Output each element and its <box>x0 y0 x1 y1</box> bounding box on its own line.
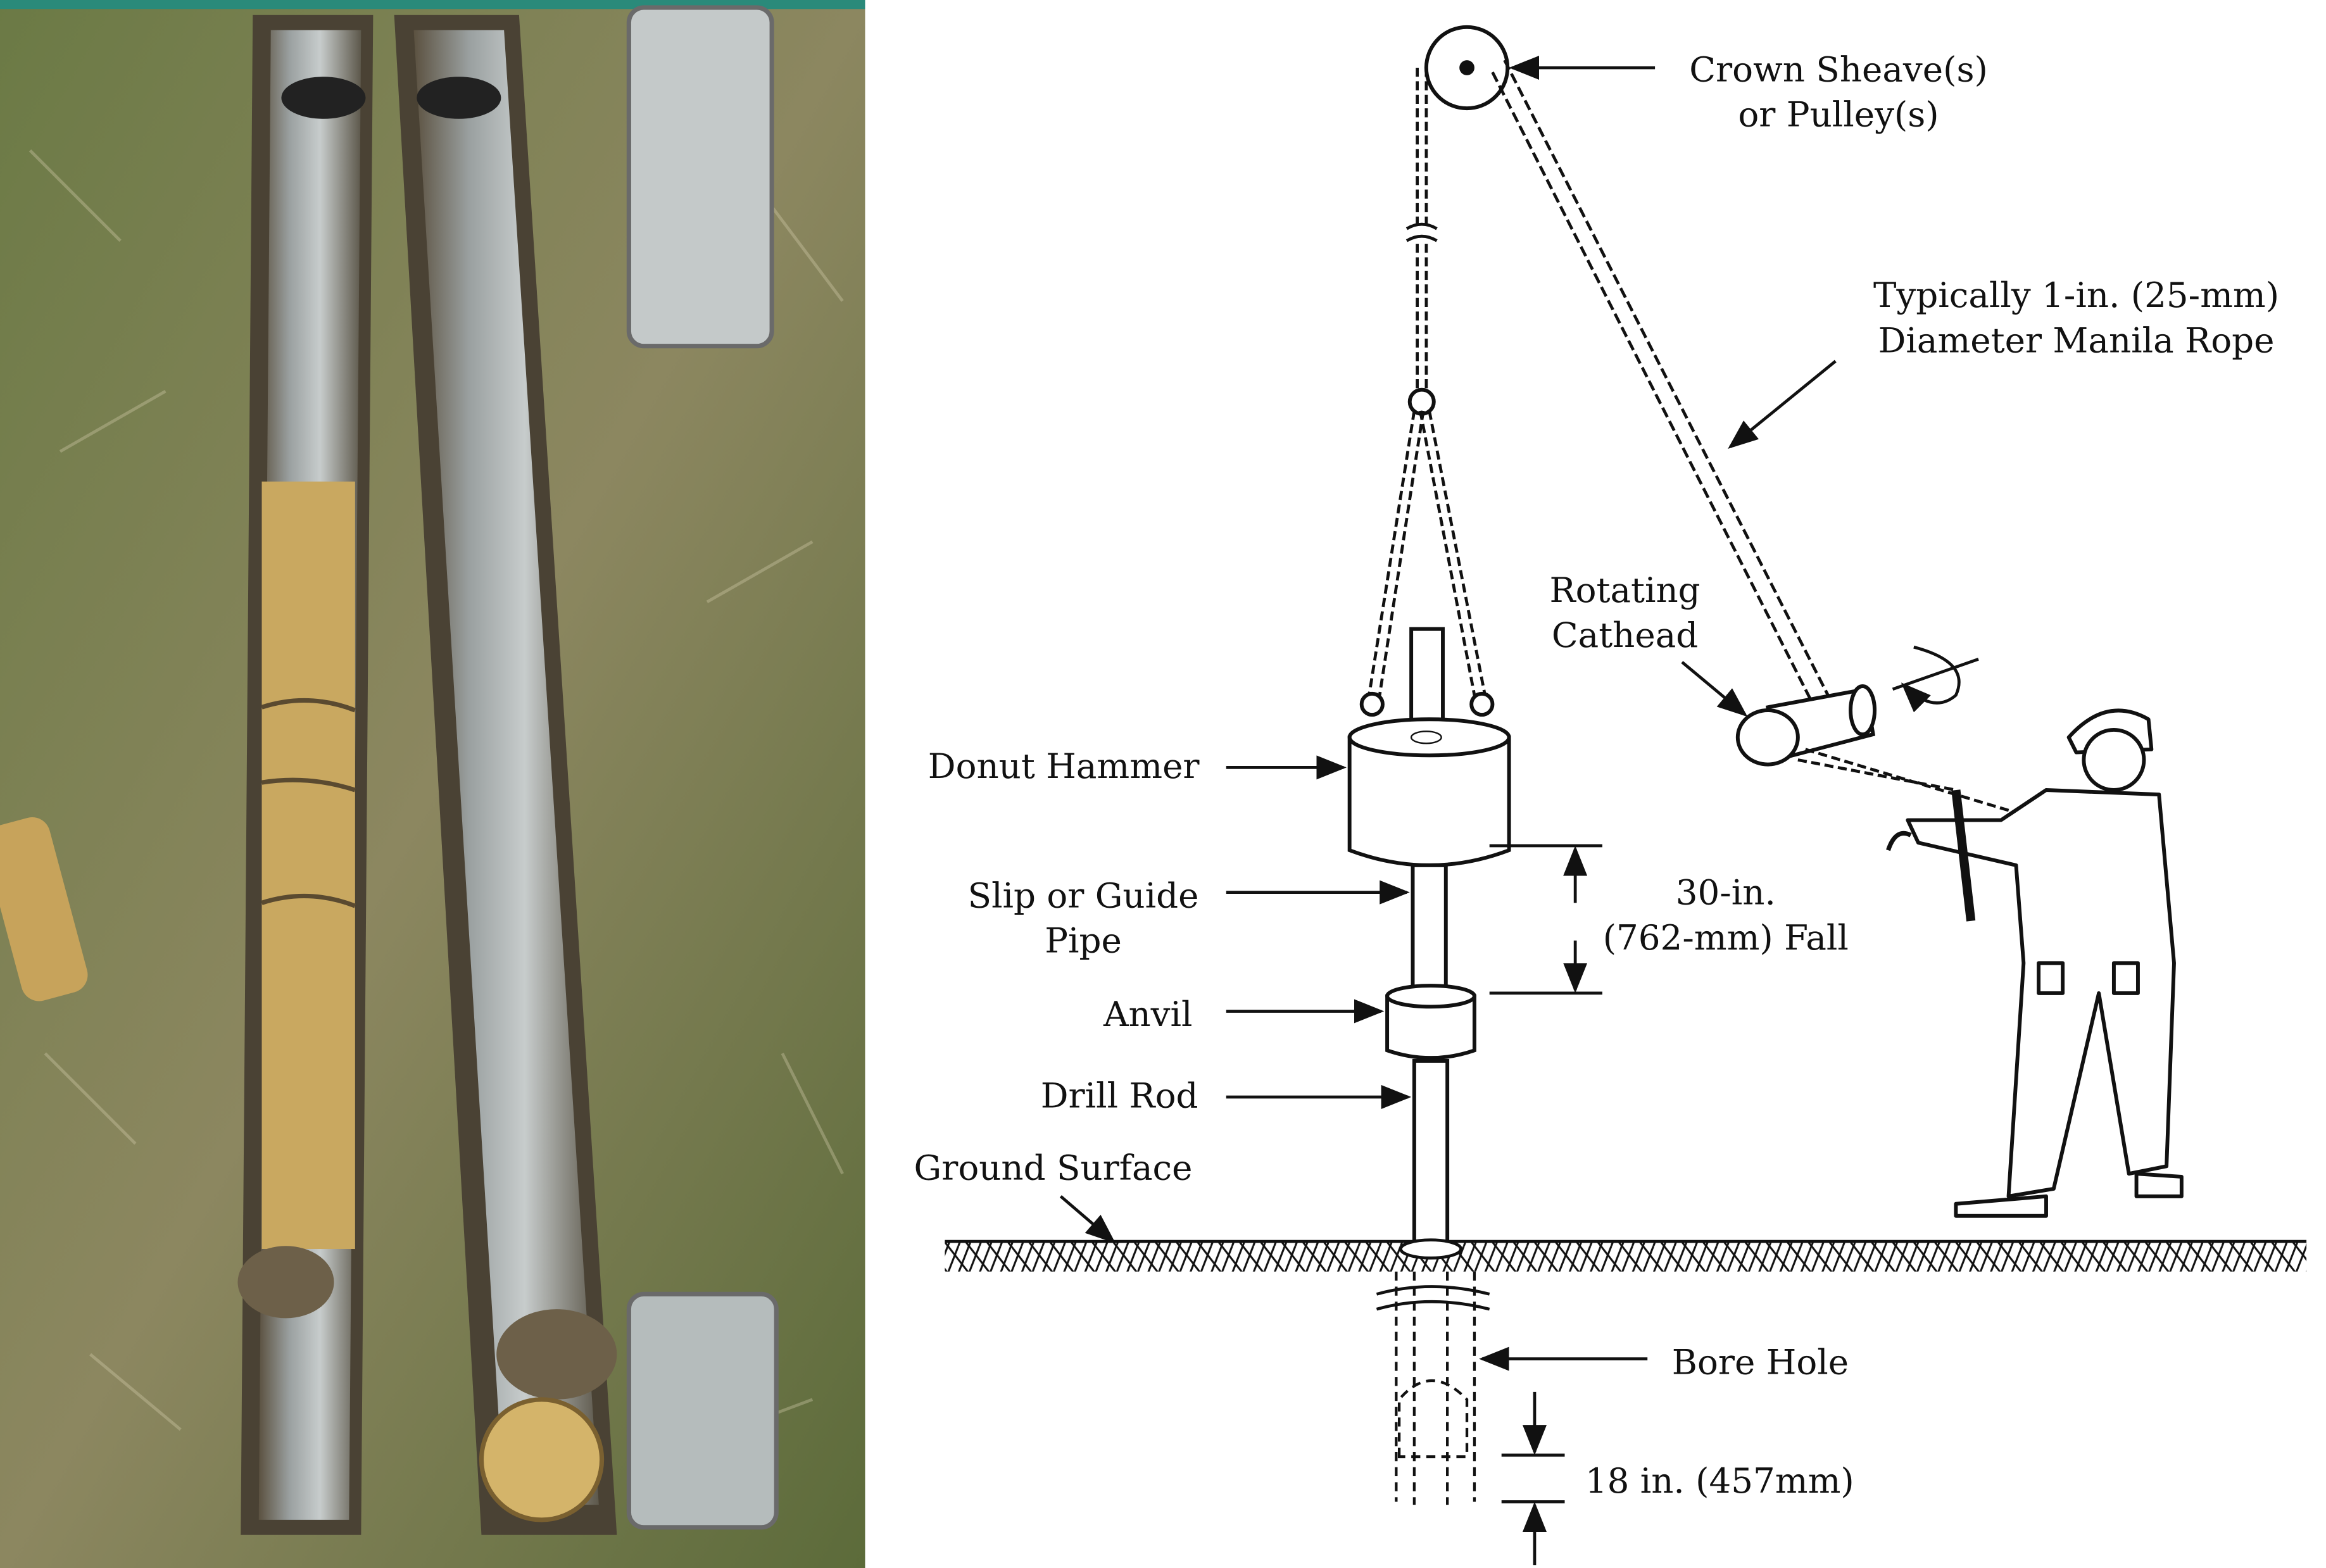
label-cathead: Rotating <box>1549 570 1700 610</box>
label-anvil: Anvil <box>1103 994 1192 1034</box>
anvil <box>1385 994 1476 1060</box>
label-rope: Typically 1-in. (25-mm) <box>1873 275 2279 315</box>
guide-pipe <box>1411 863 1448 995</box>
sampler-sleeve-bottom <box>626 1291 779 1530</box>
rotating-cathead <box>1735 645 1979 767</box>
label-crown-sheave-2: or Pulley(s) <box>1738 94 1939 135</box>
spt-diagram: Crown Sheave(s) or Pulley(s) Typically 1… <box>914 25 2307 1565</box>
sampler-photo <box>0 0 865 1568</box>
label-bore-hole: Bore Hole <box>1672 1341 1849 1382</box>
drill-rod <box>1412 1058 1450 1251</box>
label-drill-rod: Drill Rod <box>1041 1076 1198 1116</box>
label-fall: 30-in. <box>1676 872 1776 913</box>
label-sample-length: 18 in. (457mm) <box>1585 1460 1854 1501</box>
label-fall-2: (762-mm) Fall <box>1603 917 1849 958</box>
split-spoon-tube-right <box>394 15 617 1535</box>
label-crown-sheave: Crown Sheave(s) <box>1689 49 1988 89</box>
worker-figure <box>1886 708 2184 1218</box>
drive-shoe <box>479 1397 605 1522</box>
ground-surface <box>945 1241 2307 1272</box>
label-ground-surface: Ground Surface <box>914 1148 1193 1188</box>
label-donut-hammer: Donut Hammer <box>928 746 1200 786</box>
label-guide-pipe-2: Pipe <box>1045 920 1122 961</box>
soil-core <box>261 481 355 1250</box>
label-cathead-2: Cathead <box>1552 615 1698 655</box>
bore-hole <box>1395 1271 1476 1505</box>
label-guide-pipe: Slip or Guide <box>968 875 1199 915</box>
split-spoon-tube-left <box>237 15 374 1535</box>
sampler-sleeve-top <box>626 5 774 349</box>
label-rope-2: Diameter Manila Rope <box>1878 320 2275 360</box>
